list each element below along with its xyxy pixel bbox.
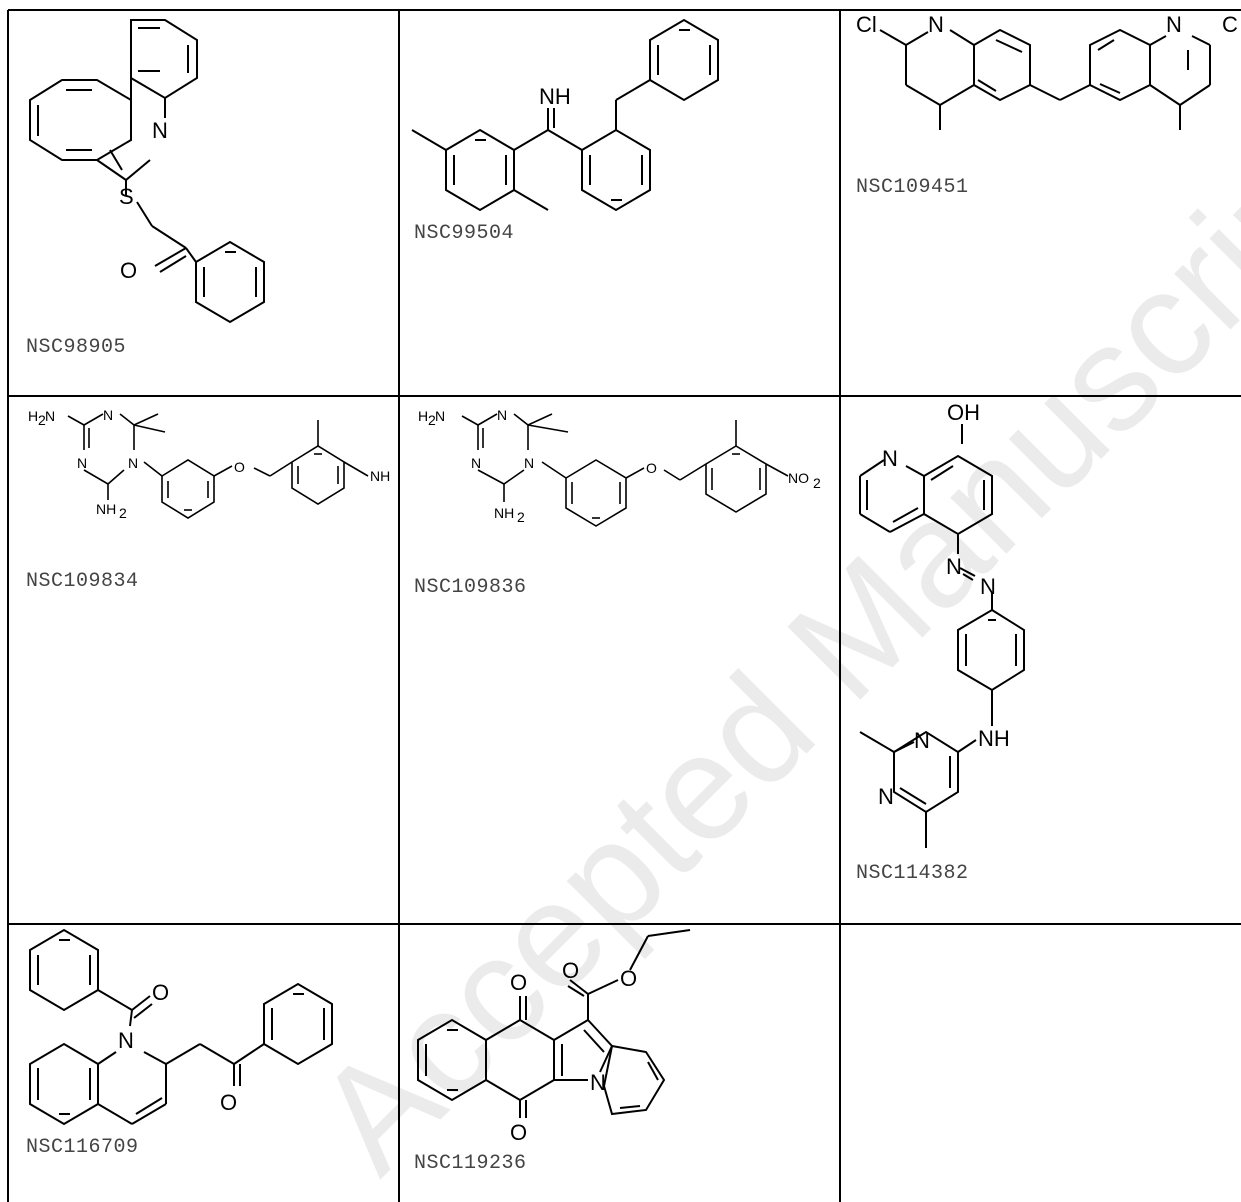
atom-o: O [220,1090,237,1115]
atom-sub2: 2 [428,412,436,428]
atom-n: N [980,574,996,599]
atom-o: O [510,970,527,995]
atom-h2n: H [418,408,428,424]
atom-n: N [878,784,894,809]
atom-n: N [103,407,113,423]
compound-label: NSC109834 [26,570,139,593]
atom-o: O [620,966,637,991]
atom-oh: OH [947,400,980,425]
atom-n: N [471,455,481,471]
atom-o: O [510,1120,527,1145]
structure-nsc109836 [461,413,789,527]
atom-sub2: 2 [517,509,525,525]
atom-n: N [928,12,944,37]
structure-nsc109451 [879,28,1211,130]
atom-n: N [45,408,55,424]
compound-label: NSC98905 [26,336,126,359]
atom-n: N [118,1028,134,1053]
atom-sub2: 2 [119,505,127,521]
atom-n: N [914,728,930,753]
structure-nsc98905 [29,19,265,324]
atom-n: N [946,554,962,579]
atom-s: S [119,184,134,209]
atom-sub2: 2 [813,475,821,491]
structure-nsc119236 [417,929,691,1118]
compound-label: NSC119236 [414,1152,527,1175]
atom-nh2: NH [494,505,514,521]
atom-h2n: H [28,408,38,424]
atom-nh: NH [978,726,1010,751]
compound-label: NSC109451 [856,176,969,199]
atom-o: O [234,459,245,475]
atom-o: O [646,460,657,476]
atom-cl: Cl [856,12,877,37]
atom-nh2: NH [96,501,116,517]
atom-n: N [497,407,507,423]
atom-n: N [882,446,898,471]
atom-o: O [562,958,579,983]
atom-o: O [152,980,169,1005]
structure-nsc114382 [859,424,1025,848]
atom-c-truncated: C [1222,12,1238,37]
atom-n: N [1166,12,1182,37]
compound-label: NSC99504 [414,222,514,245]
atom-o: O [120,258,137,283]
atom-n: N [77,455,87,471]
structure-nsc99504 [411,18,719,212]
atom-sub2: 2 [38,412,46,428]
structure-nsc116709 [29,928,333,1126]
atom-n: N [435,408,445,424]
atom-n: N [152,118,168,143]
atom-n: N [524,455,534,471]
watermark-text: Accepted Manuscript [284,93,1241,1202]
table-grid [7,9,1241,1202]
atom-no: NO [788,470,809,486]
compound-label: NSC116709 [26,1136,139,1159]
atom-n: N [590,1070,606,1095]
atom-n: N [128,455,138,471]
structure-nsc109834 [67,413,369,519]
compound-label: NSC114382 [856,862,969,885]
watermark: Accepted Manuscript [284,93,1241,1202]
atom-nh: NH [370,468,390,484]
compound-label: NSC109836 [414,576,527,599]
atom-nh: NH [539,84,571,109]
